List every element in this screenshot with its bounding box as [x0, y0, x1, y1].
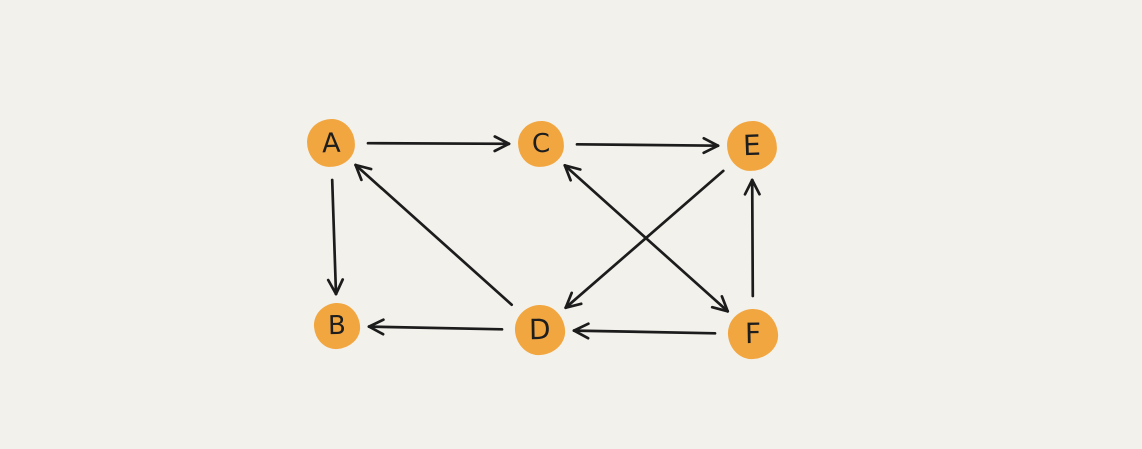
- edge-D-A[interactable]: [354, 163, 514, 307]
- node-label: A: [321, 127, 341, 159]
- edge-F-E[interactable]: [743, 178, 761, 298]
- edge-C-E[interactable]: [575, 136, 720, 155]
- edge-F-D[interactable]: [572, 322, 717, 340]
- node-label: C: [531, 128, 551, 160]
- edge-A-C[interactable]: [366, 135, 511, 153]
- node-label: B: [327, 310, 347, 342]
- node-label: E: [742, 128, 762, 163]
- node-label: F: [744, 316, 762, 351]
- node-label: D: [528, 312, 552, 347]
- edge-E-D[interactable]: [564, 169, 725, 310]
- edge-D-B[interactable]: [367, 318, 504, 336]
- edge-C-F[interactable]: [563, 164, 730, 313]
- edge-A-B[interactable]: [326, 178, 345, 296]
